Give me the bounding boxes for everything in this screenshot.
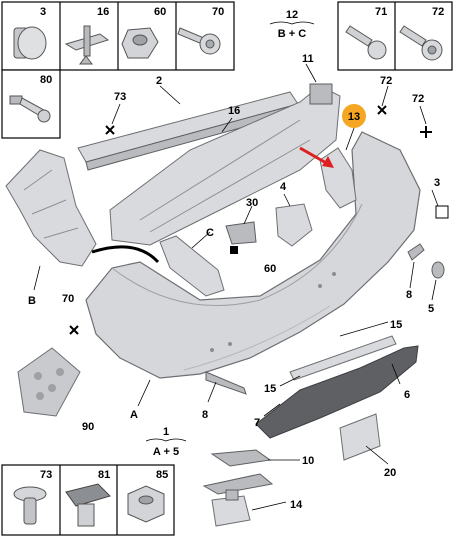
- cell-60-number: 60: [154, 6, 166, 18]
- callout-4: 4: [280, 181, 287, 193]
- callout-3: 3: [434, 177, 440, 189]
- group-label-1: 1 A + 5: [145, 426, 187, 458]
- tow-hook-cover[interactable]: [431, 261, 445, 279]
- callout-16: 16: [228, 105, 240, 117]
- leader-lines: [33, 63, 439, 511]
- group-1-text: A + 5: [153, 446, 179, 458]
- cell-70[interactable]: 70: [177, 6, 224, 55]
- bolt-washer-icon: [399, 25, 443, 61]
- callout-14: 14: [290, 499, 303, 511]
- cell-85-number: 85: [156, 469, 168, 481]
- callout-13: 13: [348, 111, 360, 123]
- cell-72-number: 72: [432, 6, 444, 18]
- highlight-badge: [342, 104, 366, 128]
- cell-3-number: 3: [40, 6, 46, 18]
- cell-73-number: 73: [40, 469, 52, 481]
- lower-bracket-lower[interactable]: [202, 473, 274, 495]
- cell-81[interactable]: 81: [65, 469, 111, 527]
- cell-70-number: 70: [212, 6, 224, 18]
- callout-8-right: 8: [406, 289, 412, 301]
- callout-60: 60: [264, 263, 276, 275]
- callout-90: 90: [82, 421, 94, 433]
- top-left-parts-grid: 3 16 60 70: [1, 1, 235, 139]
- side-guide-bracket[interactable]: [319, 147, 357, 209]
- cell-80-number: 80: [40, 74, 52, 86]
- clip-bracket-icon: [64, 25, 110, 65]
- callout-11: 11: [302, 53, 314, 65]
- left-reflector[interactable]: [205, 371, 247, 395]
- cell-80[interactable]: 80: [9, 74, 52, 123]
- lower-bracket-upper[interactable]: [210, 449, 272, 467]
- cell-73[interactable]: 73: [13, 469, 52, 525]
- callout-5: 5: [428, 303, 434, 315]
- cell-16-number: 16: [97, 6, 109, 18]
- clip-kit-bag[interactable]: [17, 347, 81, 417]
- group-1-number: 1: [163, 426, 169, 438]
- cell-60[interactable]: 60: [121, 6, 166, 59]
- callout-72-right: 72: [412, 93, 424, 105]
- callout-labels: 2 11 73 16 72 72 13 3 4 30 60 C B 70 8 5…: [28, 53, 440, 511]
- callout-73: 73: [114, 91, 126, 103]
- callout-30: 30: [246, 197, 258, 209]
- license-plate-holder[interactable]: [339, 413, 381, 461]
- push-rivet-icon: [13, 486, 47, 525]
- bolt-icon: [345, 25, 387, 60]
- left-side-bracket[interactable]: [5, 149, 97, 267]
- callout-6: 6: [404, 389, 410, 401]
- cell-71[interactable]: 71: [345, 6, 387, 60]
- cell-71-number: 71: [375, 6, 387, 18]
- nut-marker-icon: [230, 246, 238, 254]
- parking-sensor[interactable]: [211, 489, 251, 527]
- plus-marker-icon: [420, 126, 432, 138]
- bumper-mounting-carrier[interactable]: [109, 83, 341, 246]
- center-guide-bracket[interactable]: [159, 235, 225, 297]
- callout-7: 7: [254, 417, 260, 429]
- lower-diffuser[interactable]: [255, 345, 419, 439]
- hex-nut-icon: [127, 485, 165, 523]
- callout-15-upper: 15: [390, 319, 402, 331]
- nut-icon: [121, 27, 159, 59]
- callout-8-left: 8: [202, 409, 208, 421]
- callout-20: 20: [384, 467, 396, 479]
- highlight-arrow-icon: [299, 146, 334, 168]
- callout-72-left: 72: [380, 75, 392, 87]
- bottom-left-parts-grid: 73 81 85: [1, 464, 175, 536]
- callout-70: 70: [62, 293, 74, 305]
- top-right-parts-grid: 71 72: [337, 1, 453, 71]
- rear-bumper-cover[interactable]: [85, 131, 421, 379]
- push-clip-icon: [13, 26, 47, 60]
- screw-icon: [177, 27, 221, 55]
- group-12-number: 12: [286, 9, 298, 21]
- cell-72[interactable]: 72: [399, 6, 444, 61]
- cell-16[interactable]: 16: [64, 6, 110, 65]
- mounting-plate[interactable]: [225, 221, 257, 245]
- cross-marker-icon: [69, 105, 387, 335]
- group-12-text: B + C: [278, 28, 306, 40]
- cell-81-number: 81: [98, 469, 110, 481]
- group-label-12: 12 B + C: [269, 9, 315, 40]
- lower-trim-strip[interactable]: [289, 335, 397, 381]
- rivet-icon: [9, 95, 51, 123]
- cell-85[interactable]: 85: [127, 469, 168, 523]
- callout-C: C: [206, 227, 214, 239]
- sensor-bracket[interactable]: [275, 203, 313, 247]
- callout-2: 2: [156, 75, 162, 87]
- right-reflector[interactable]: [407, 243, 425, 261]
- callout-15-lower: 15: [264, 383, 276, 395]
- square-marker-icon: [435, 205, 449, 219]
- clip-nut-icon: [65, 483, 111, 527]
- wiring-loom: [91, 245, 160, 264]
- callout-10: 10: [302, 455, 314, 467]
- cell-3[interactable]: 3: [13, 6, 47, 60]
- callout-B: B: [28, 295, 36, 307]
- callout-A: A: [130, 409, 138, 421]
